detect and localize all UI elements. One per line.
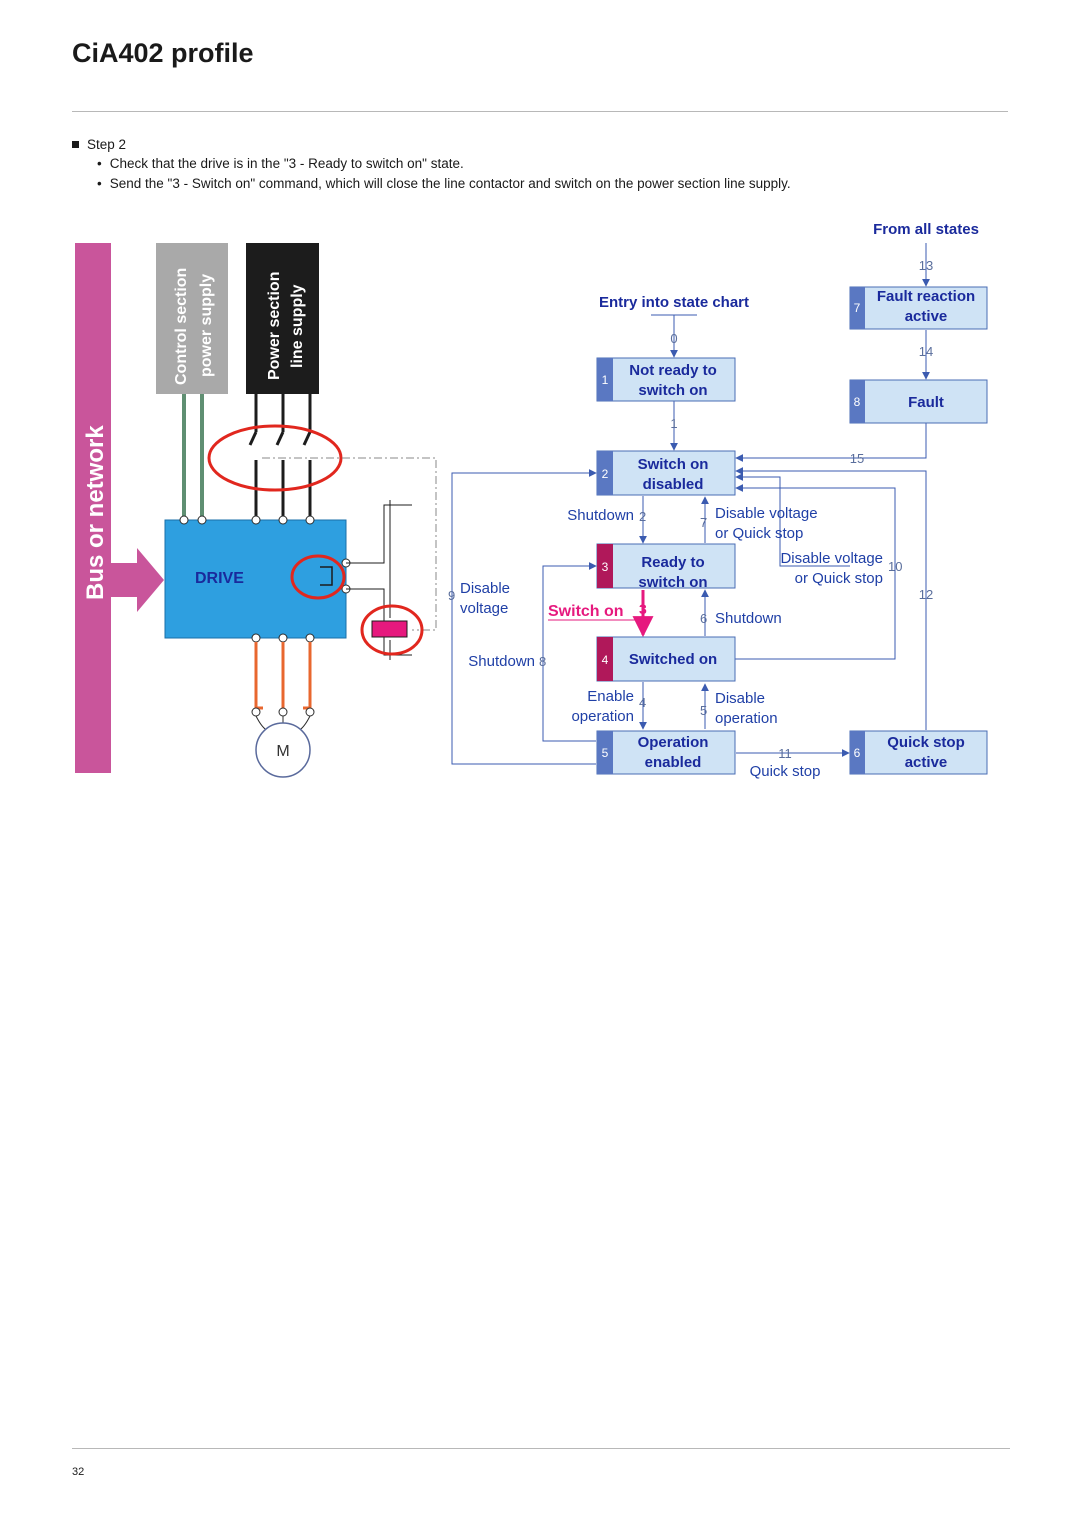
power-supply-box [246, 243, 319, 394]
state-2-switch-on-disabled: 2 Switch on disabled [596, 450, 736, 496]
control-supply-box [156, 243, 228, 394]
power-supply-line1: Power section [266, 272, 283, 380]
transition-number: 10 [888, 559, 902, 574]
square-bullet-icon [72, 141, 79, 148]
transition-number: 5 [700, 703, 707, 718]
transition-number: 0 [670, 331, 677, 346]
command-label: Shutdown [567, 507, 634, 524]
state-label: switch on [638, 574, 707, 591]
from-all-states-label: From all states [873, 221, 979, 238]
state-number: 3 [602, 560, 609, 574]
command-label: Disable voltage [715, 505, 818, 522]
state-label: enabled [645, 754, 702, 771]
state-3-ready-to-switch-on: 3 Ready to switch on [596, 543, 736, 591]
page-title: CiA402 profile [72, 38, 254, 68]
command-label: voltage [460, 600, 508, 617]
transition-number: 4 [639, 695, 646, 710]
bullet-dot-icon: • [97, 176, 102, 191]
state-label: switch on [638, 382, 707, 399]
state-number: 6 [854, 746, 861, 760]
bullet-dot-icon: • [97, 156, 102, 171]
state-label: Fault reaction [877, 288, 975, 305]
contactor-highlight [207, 424, 343, 492]
state-1-not-ready: 1 Not ready to switch on [596, 357, 736, 402]
footer-divider [72, 1448, 1010, 1449]
bullet-item: • Send the "3 - Switch on" command, which… [97, 176, 791, 191]
state-label: Switch on [638, 456, 709, 473]
power-supply-line2: line supply [289, 284, 306, 368]
contactor-coil [371, 620, 408, 638]
command-label: Enable [587, 688, 634, 705]
state-7-fault-reaction-active: 7 Fault reaction active [849, 286, 988, 330]
state-6-quick-stop-active: 6 Quick stop active [849, 730, 988, 775]
command-label: Disable [460, 580, 510, 597]
state-label: active [905, 754, 948, 771]
bullet-text: Send the "3 - Switch on" command, which … [109, 176, 791, 191]
transition-number: 15 [850, 451, 864, 466]
page-number: 32 [72, 1466, 85, 1478]
state-number: 5 [602, 746, 609, 760]
state-label: active [905, 308, 948, 325]
transition-number: 6 [700, 611, 707, 626]
state-number: 1 [602, 373, 609, 387]
header-divider [72, 111, 1008, 112]
command-label: or Quick stop [795, 570, 883, 587]
transition-number: 11 [778, 746, 792, 761]
state-number: 8 [854, 395, 861, 409]
state-label: disabled [643, 476, 704, 493]
state-label: Switched on [629, 651, 717, 668]
bullet-text: Check that the drive is in the "3 - Read… [109, 156, 464, 171]
state-label: Not ready to [629, 362, 717, 379]
command-label: operation [715, 710, 778, 727]
transition-number: 7 [700, 515, 707, 530]
drive-block [164, 519, 347, 639]
line-contactor [248, 394, 312, 520]
switch-on-command: Switch on [548, 603, 624, 620]
command-label: Quick stop [750, 763, 821, 780]
coil-highlight [360, 604, 424, 656]
control-supply-line1: Control section [173, 268, 190, 385]
command-label: Disable [715, 690, 765, 707]
command-label: Shutdown [715, 610, 782, 627]
state-label: Operation [638, 734, 709, 751]
transition-number: 9 [448, 588, 455, 603]
state-label: Fault [908, 394, 944, 411]
step-label: Step 2 [87, 137, 127, 152]
state-number: 4 [602, 653, 609, 667]
entry-label: Entry into state chart [599, 294, 749, 311]
command-label: or Quick stop [715, 525, 803, 542]
motor-icon [255, 722, 311, 778]
transition-number: 8 [539, 654, 546, 669]
bus-label: Bus or network [82, 425, 109, 600]
bus-arrow-icon [111, 548, 164, 612]
transition-number: 2 [639, 509, 646, 524]
state-number: 2 [602, 467, 609, 481]
state-number: 7 [854, 301, 861, 315]
command-label: Shutdown [468, 653, 535, 670]
transition-number: 13 [919, 258, 933, 273]
transition-number: 1 [670, 416, 677, 431]
state-8-fault: 8 Fault [849, 379, 988, 424]
control-supply-line2: power supply [198, 274, 215, 377]
motor-label: M [276, 743, 289, 760]
step-heading: Step 2 [72, 137, 126, 152]
bus-bar [75, 243, 111, 773]
command-label: operation [571, 708, 634, 725]
transition-number-highlight: 3 [639, 601, 647, 617]
state-5-operation-enabled: 5 Operation enabled [596, 730, 736, 775]
command-label: Disable voltage [780, 550, 883, 567]
drive-label: DRIVE [195, 570, 244, 587]
bullet-item: • Check that the drive is in the "3 - Rea… [97, 156, 464, 171]
state-label: Quick stop [887, 734, 965, 751]
transition-number: 12 [919, 587, 933, 602]
transition-number: 14 [919, 344, 933, 359]
relay-highlight [290, 554, 346, 600]
state-label: Ready to [641, 554, 704, 571]
state-4-switched-on: 4 Switched on [596, 636, 736, 682]
